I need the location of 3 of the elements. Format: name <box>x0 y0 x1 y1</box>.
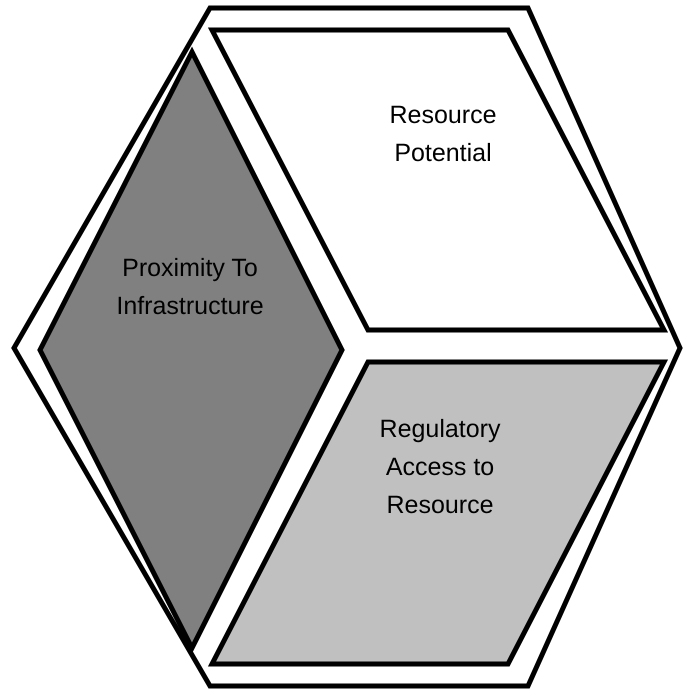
shape-label: Proximity To Infrastructure <box>116 253 264 322</box>
shape-label: Regulatory Access to Resource <box>378 414 502 521</box>
shape-label: Resource Potential <box>390 100 496 169</box>
